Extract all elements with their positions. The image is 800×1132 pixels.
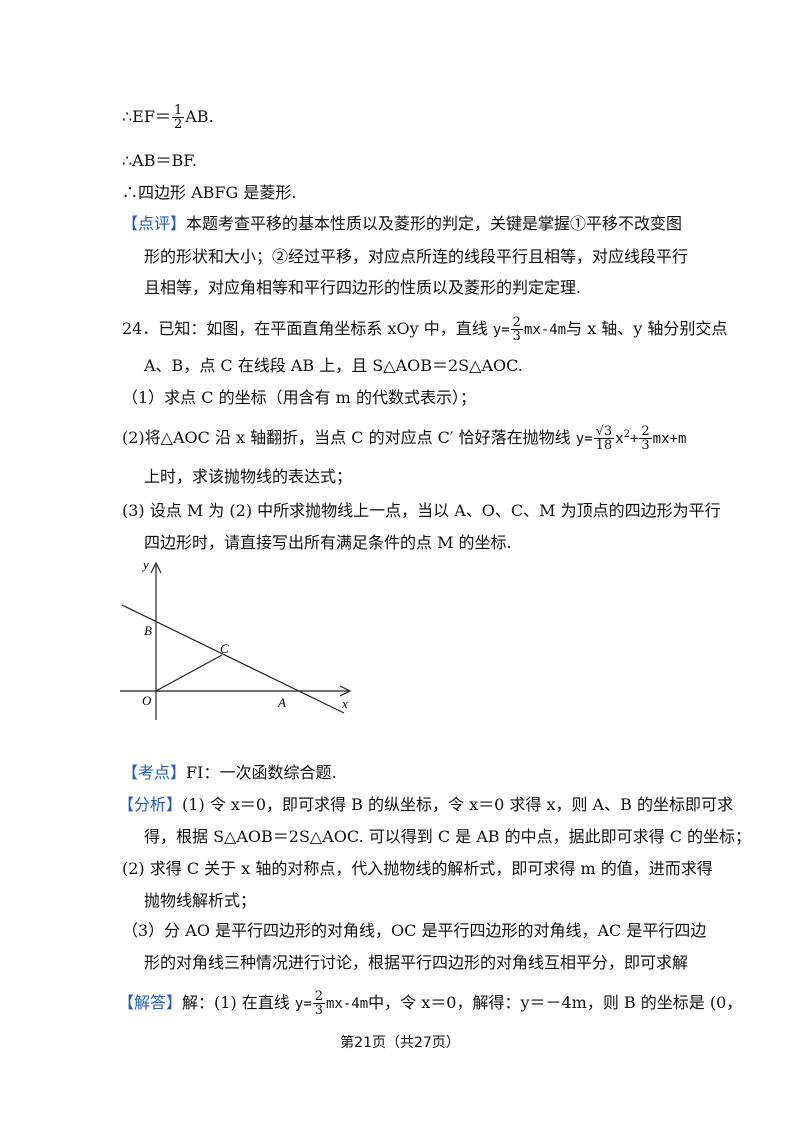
fraction-denominator: 2 [173, 117, 183, 132]
fenxi-text-1: (1) 令 x＝0，即可求得 B 的纵坐标，令 x＝0 求得 x，则 A、B 的… [182, 795, 733, 814]
fraction-numerator: 2 [312, 989, 325, 1004]
kaodian-text: FI：一次函数综合题. [186, 763, 337, 782]
parabola-exponent: 2 [623, 429, 630, 440]
point-a-label: A [277, 695, 286, 710]
fraction-numerator: 2 [510, 315, 523, 330]
q24-eq-rest: mx-4m [523, 322, 567, 338]
q24-eq-y: y= [492, 322, 510, 338]
point-c-label: C [220, 641, 229, 656]
fraction-denominator: 18 [595, 438, 613, 453]
y-axis-label: y [141, 557, 149, 572]
x-axis-arrow [339, 685, 352, 697]
parabola-tail: mx+m [652, 431, 687, 447]
fenxi-tag: 【分析】 [118, 795, 183, 814]
segment-oc [155, 654, 223, 692]
page-footer: 第21页（共27页） [340, 1035, 460, 1051]
question-24-part-3-line-2: 四边形时，请直接写出所有满足条件的点 M 的坐标. [144, 533, 512, 552]
fenxi-line-4: 抛物线解析式； [144, 891, 257, 910]
question-24-part-2: (2)将△AOC 沿 x 轴翻折，当点 C 的对应点 C′ 恰好落在抛物线 y=… [122, 424, 686, 452]
comment-line-3: 且相等，对应角相等和平行四边形的性质以及菱形的判定定理. [144, 278, 582, 297]
fenxi-line-6: 形的对角线三种情况进行讨论，根据平行四边形的对角线互相平分，即可求解 [144, 953, 689, 972]
fraction-denominator: 3 [641, 438, 650, 453]
kaodian-line: 【考点】FI：一次函数综合题. [122, 762, 337, 784]
q24-suffix: 与 x 轴、y 轴分别交点 [566, 319, 728, 338]
proof-line-ab-bf: ∴AB＝BF. [122, 151, 197, 170]
fraction-numerator: √3 [593, 424, 615, 439]
jieda-eq-y: y= [294, 996, 312, 1012]
jieda-prefix: 解：(1) 在直线 [182, 993, 295, 1012]
comment-text-1: 本题考查平移的基本性质以及菱形的判定，关键是掌握①平移不改变图 [186, 214, 683, 233]
point-b-label: B [144, 623, 152, 638]
q24-text: 24．已知：如图，在平面直角坐标系 xOy 中，直线 [122, 319, 493, 338]
parabola-x: x [615, 431, 624, 447]
fenxi-line-1: 【分析】(1) 令 x＝0，即可求得 B 的纵坐标，令 x＝0 求得 x，则 A… [118, 794, 733, 816]
fraction-denominator: 3 [314, 1003, 323, 1018]
q24-p2-text: (2)将△AOC 沿 x 轴翻折，当点 C 的对应点 C′ 恰好落在抛物线 [122, 428, 576, 447]
comment-line-1: 【点评】本题考查平移的基本性质以及菱形的判定，关键是掌握①平移不改变图 [122, 213, 682, 235]
x-axis-label: x [341, 696, 348, 711]
comment-line-2: 形的形状和大小；②经过平移，对应点所连的线段平行且相等，对应线段平行 [144, 247, 689, 266]
question-24-part-1: （1）求点 C 的坐标（用含有 m 的代数式表示）； [122, 388, 476, 407]
fenxi-line-5: （3）分 AO 是平行四边形的对角线，OC 是平行四边形的对角线，AC 是平行四… [122, 921, 707, 940]
line-ab [121, 604, 345, 714]
jieda-tag: 【解答】 [118, 993, 183, 1012]
jieda-eq-rest: mx-4m [326, 996, 369, 1012]
coordinate-figure: y x O A B C [120, 557, 352, 720]
fraction-denominator: 3 [512, 329, 521, 344]
fraction-numerator: 1 [171, 103, 185, 118]
fenxi-line-2: 得，根据 S△AOB＝2S△AOC. 可以得到 C 是 AB 的中点，据此即可求… [144, 827, 752, 846]
kaodian-tag: 【考点】 [122, 763, 187, 782]
question-24-line-2: A、B，点 C 在线段 AB 上，且 S△AOB＝2S△AOC. [144, 356, 523, 375]
question-24-part-3-line-1: (3) 设点 M 为 (2) 中所求抛物线上一点，当以 A、O、C、M 为顶点的… [122, 501, 721, 520]
proof-line-rhombus: ∴四边形 ABFG 是菱形. [122, 183, 297, 202]
fraction-numerator: 2 [639, 424, 652, 439]
ef-text: ∴EF＝ [122, 107, 171, 126]
origin-label: O [142, 693, 152, 708]
y-axis-arrow [150, 561, 162, 574]
ab-text: AB. [185, 107, 214, 126]
parabola-y: y= [575, 431, 593, 447]
fenxi-line-3: (2) 求得 C 关于 x 轴的对称点，代入抛物线的解析式，即可求得 m 的值，… [122, 859, 713, 878]
question-24-part-2-line-2: 上时，求该抛物线的表达式； [144, 467, 353, 486]
comment-tag: 【点评】 [122, 214, 187, 233]
jieda-suffix: 中，令 x＝0，解得：y＝－4m，则 B 的坐标是 (0， [368, 993, 743, 1012]
parabola-plus: + [629, 431, 639, 447]
